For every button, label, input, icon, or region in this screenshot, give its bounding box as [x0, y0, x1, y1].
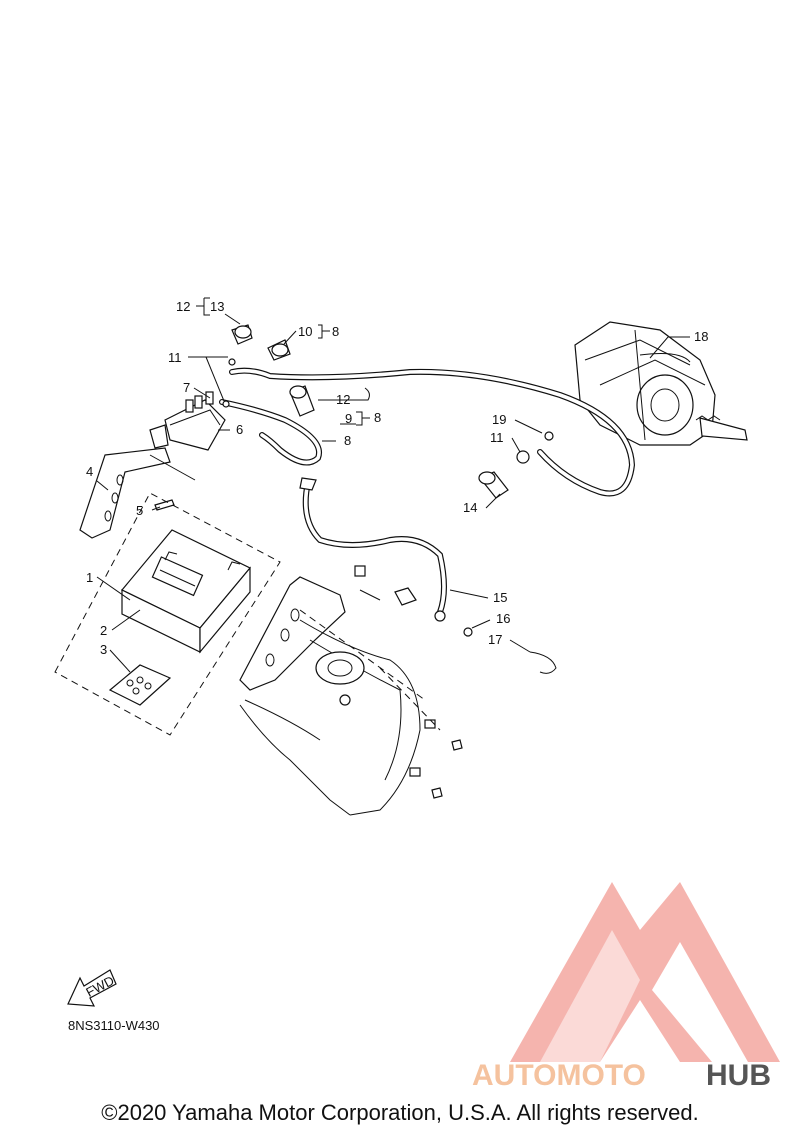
wordmark-hub: HUB — [706, 1059, 771, 1092]
wordmark-automoto: AUTOMOTO — [472, 1059, 646, 1092]
callout-12-wire: 12 — [336, 392, 350, 407]
callout-12: 12 — [176, 299, 190, 314]
callout-11: 11 — [168, 350, 182, 365]
copyright-notice: ©2020 Yamaha Motor Corporation, U.S.A. A… — [101, 1100, 699, 1125]
callout-18: 18 — [694, 329, 708, 344]
callout-8-bracket-top: 8 — [332, 324, 339, 339]
callout-17: 17 — [488, 632, 502, 647]
battery-band-drawing — [79, 447, 196, 539]
starter-relay-drawing — [149, 391, 226, 451]
leader-lines — [96, 297, 690, 673]
callout-7: 7 — [183, 380, 190, 395]
callout-13: 13 — [210, 299, 224, 314]
positive-cable-drawing — [229, 367, 636, 497]
forward-arrow-icon: FWD — [67, 969, 117, 1007]
callout-8-bracket: 8 — [374, 410, 381, 425]
fwd-label: FWD — [83, 973, 116, 1000]
callout-10: 10 — [298, 324, 312, 339]
callout-1: 1 — [86, 570, 93, 585]
battery-box-dashed — [54, 492, 281, 736]
short-cable-drawing — [219, 399, 323, 466]
callout-6: 6 — [236, 422, 243, 437]
battery-drawing — [121, 529, 251, 654]
starter-motor-drawing — [574, 321, 748, 446]
hull-frame-drawing — [239, 565, 463, 816]
drawing-code: 8NS3110-W430 — [68, 1018, 160, 1033]
ground-cable-drawing — [299, 477, 447, 622]
callout-5: 5 — [136, 503, 143, 518]
terminal-caps-drawing — [222, 324, 554, 499]
callout-11-right: 11 — [490, 430, 504, 445]
bolt-and-clip-drawing — [394, 587, 557, 674]
callout-8: 8 — [344, 433, 351, 448]
battery-hardware-drawing — [108, 664, 172, 706]
callout-2: 2 — [100, 623, 107, 638]
callout-15: 15 — [493, 590, 507, 605]
automotohub-logo — [510, 882, 780, 1062]
automotohub-wordmark: AUTOMOTO HUB — [472, 1059, 771, 1092]
callout-4: 4 — [86, 464, 93, 479]
callout-14: 14 — [463, 500, 477, 515]
callout-19: 19 — [492, 412, 506, 427]
callout-labels: 1 2 3 4 5 6 7 8 9 8 10 8 11 11 12 12 13 … — [86, 299, 708, 657]
callout-16: 16 — [496, 611, 510, 626]
callout-9: 9 — [345, 411, 352, 426]
callout-3: 3 — [100, 642, 107, 657]
